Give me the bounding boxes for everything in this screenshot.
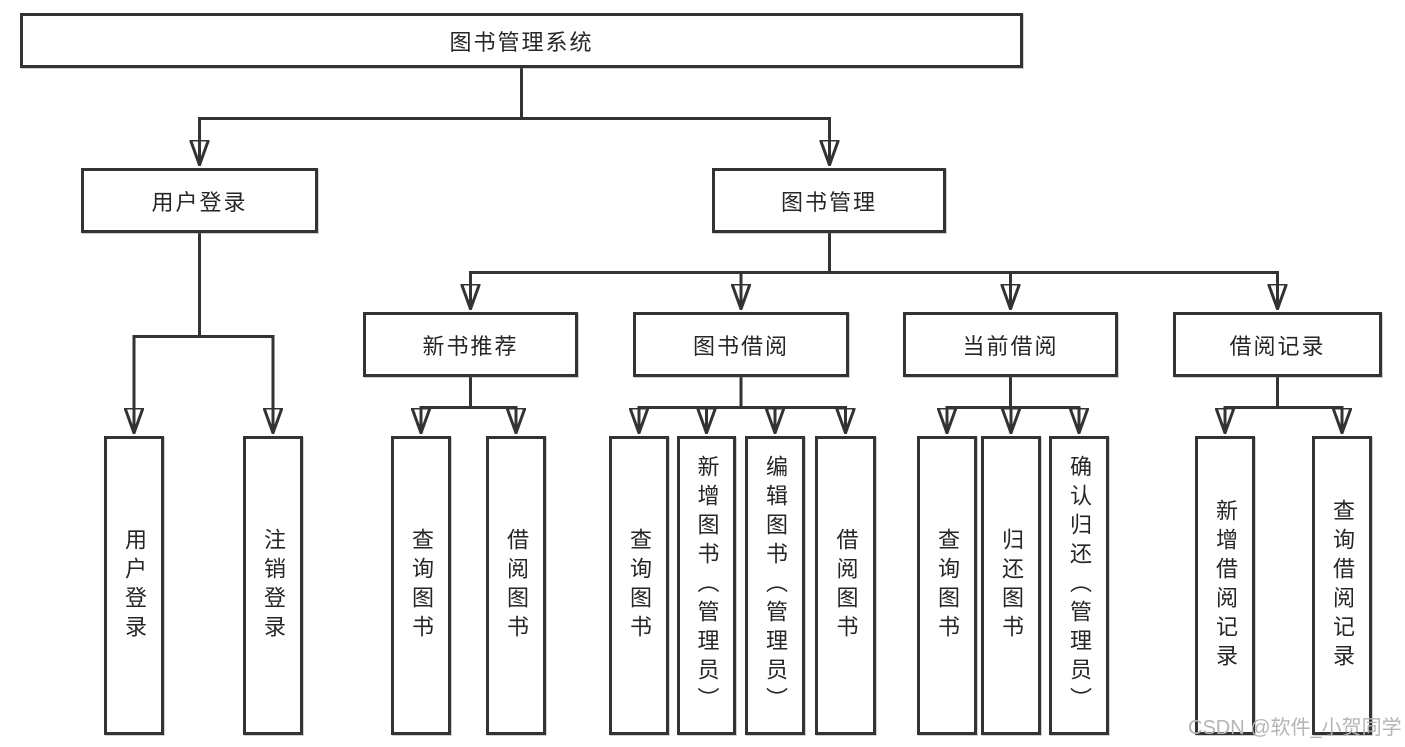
leaf-recommend-borrow-books: 借阅图书	[486, 436, 546, 735]
leaf-borrow-add-books-admin: 新增图书（管理员）	[677, 436, 736, 735]
leaf-records-add-record: 新增借阅记录	[1195, 436, 1255, 735]
leaf-current-return-books-label: 归还图书	[999, 527, 1024, 644]
node-book-management-label: 图书管理	[780, 189, 877, 215]
connector-borrow-trunk	[639, 377, 846, 409]
leaf-borrow-edit-books-admin-label: 编辑图书（管理员）	[763, 455, 788, 716]
connector-user-login-trunk	[134, 233, 273, 338]
connector-recommend-trunk	[421, 377, 516, 409]
leaf-current-query-books: 查询图书	[917, 436, 977, 735]
leaf-current-confirm-return-admin: 确认归还（管理员）	[1049, 436, 1109, 735]
node-root: 图书管理系统	[20, 13, 1023, 68]
node-book-management: 图书管理	[712, 168, 946, 233]
leaf-user-login-action-label: 用户登录	[122, 527, 147, 644]
leaf-recommend-query-books-label: 查询图书	[409, 527, 434, 644]
leaf-borrow-borrow-books-label: 借阅图书	[833, 527, 859, 644]
connector-records-trunk	[1225, 377, 1342, 409]
node-borrow-records: 借阅记录	[1173, 312, 1382, 377]
leaf-borrow-edit-books-admin: 编辑图书（管理员）	[745, 436, 805, 735]
node-book-borrow-label: 图书借阅	[692, 333, 789, 359]
leaf-user-login-action: 用户登录	[104, 436, 164, 735]
connector-book-management-trunk	[470, 233, 1278, 274]
leaf-current-confirm-return-admin-label: 确认归还（管理员）	[1067, 455, 1092, 716]
node-book-borrow: 图书借阅	[633, 312, 849, 377]
node-borrow-records-label: 借阅记录	[1229, 333, 1326, 359]
leaf-current-return-books: 归还图书	[981, 436, 1041, 735]
node-user-login-label: 用户登录	[151, 189, 248, 215]
connector-current-trunk	[947, 377, 1079, 409]
leaf-records-query-record-label: 查询借阅记录	[1330, 498, 1355, 673]
node-current-borrow-label: 当前借阅	[962, 333, 1059, 359]
node-root-label: 图书管理系统	[449, 29, 594, 55]
leaf-borrow-borrow-books: 借阅图书	[815, 436, 876, 735]
leaf-recommend-borrow-books-label: 借阅图书	[504, 527, 529, 644]
leaf-records-query-record: 查询借阅记录	[1312, 436, 1372, 735]
connector-root-trunk	[199, 68, 830, 120]
watermark: CSDN @软件_小贺同学	[1188, 717, 1402, 739]
node-user-login: 用户登录	[81, 168, 318, 233]
leaf-current-query-books-label: 查询图书	[935, 527, 960, 644]
leaf-logout-label: 注销登录	[261, 527, 286, 644]
leaf-borrow-query-books: 查询图书	[609, 436, 669, 735]
node-current-borrow: 当前借阅	[903, 312, 1118, 377]
leaf-records-add-record-label: 新增借阅记录	[1213, 498, 1238, 673]
leaf-recommend-query-books: 查询图书	[391, 436, 451, 735]
leaf-borrow-query-books-label: 查询图书	[627, 527, 652, 644]
node-new-book-recommend: 新书推荐	[363, 312, 578, 377]
node-new-book-recommend-label: 新书推荐	[422, 333, 519, 359]
leaf-borrow-add-books-admin-label: 新增图书（管理员）	[694, 455, 720, 716]
leaf-logout: 注销登录	[243, 436, 303, 735]
